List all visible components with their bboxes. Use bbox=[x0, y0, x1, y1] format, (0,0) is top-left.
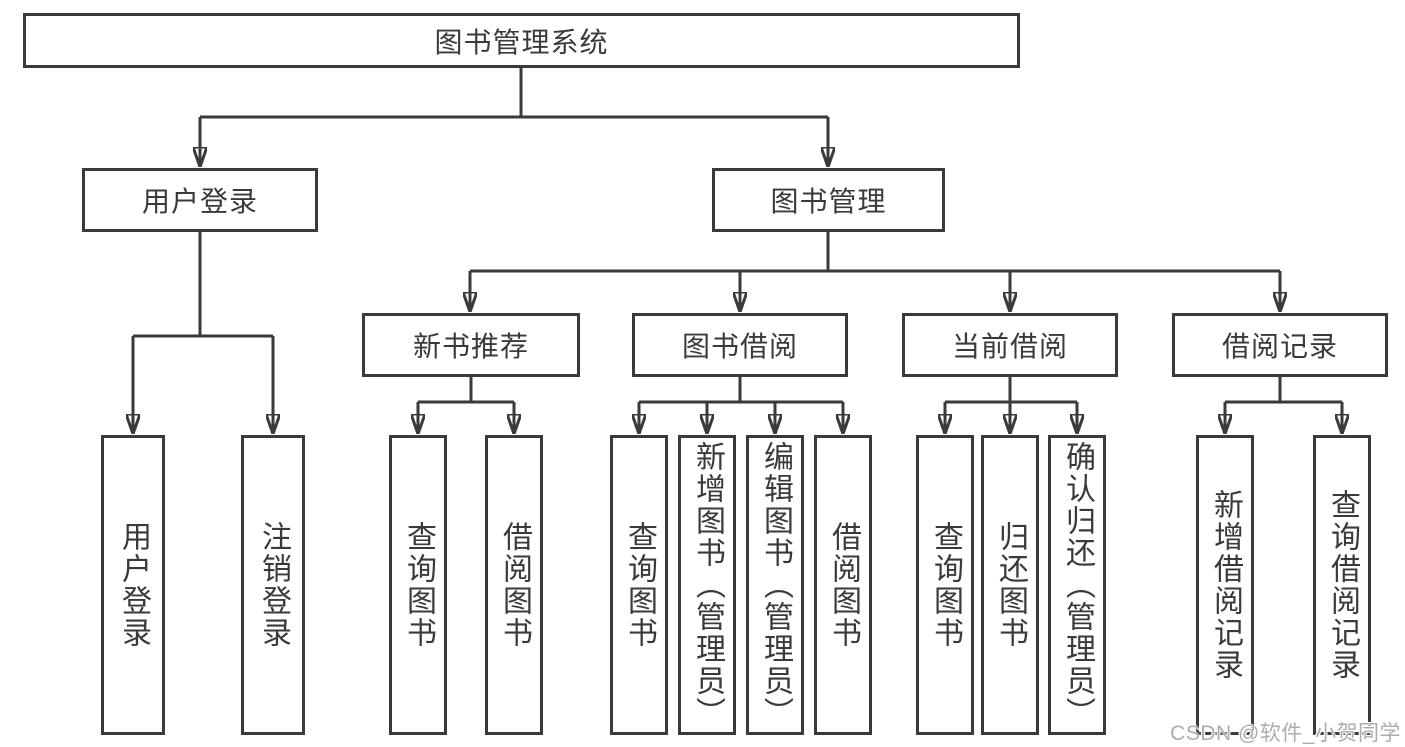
node-label: 图书管理 bbox=[770, 186, 887, 217]
node-label: 新增图书（管理员） bbox=[691, 441, 724, 729]
node-label: 归还图书 bbox=[994, 521, 1027, 649]
node-label: 查询图书 bbox=[402, 521, 435, 649]
leaf-bb-edit-books-admin: 编辑图书（管理员） bbox=[746, 435, 804, 735]
node-book-borrowing: 图书借阅 bbox=[632, 313, 848, 377]
node-label: 图书借阅 bbox=[681, 331, 798, 362]
leaf-nbr-borrow-books: 借阅图书 bbox=[485, 435, 543, 735]
leaf-bb-query-books: 查询图书 bbox=[610, 435, 668, 735]
node-label: 新书推荐 bbox=[412, 331, 529, 362]
node-label: 用户登录 bbox=[141, 186, 258, 217]
node-label: 编辑图书（管理员） bbox=[759, 441, 792, 729]
node-label: 新增借阅记录 bbox=[1209, 489, 1242, 681]
node-label: 当前借阅 bbox=[951, 331, 1068, 362]
node-label: 查询图书 bbox=[623, 521, 656, 649]
node-user-login: 用户登录 bbox=[82, 168, 318, 232]
node-book-management: 图书管理 bbox=[712, 168, 945, 232]
leaf-br-query-record: 查询借阅记录 bbox=[1313, 435, 1371, 735]
node-borrowing-record: 借阅记录 bbox=[1172, 313, 1388, 377]
node-label: 借阅图书 bbox=[827, 521, 860, 649]
leaf-cb-return-books: 归还图书 bbox=[981, 435, 1039, 735]
leaf-cb-confirm-return-admin: 确认归还（管理员） bbox=[1048, 435, 1106, 735]
leaf-br-add-record: 新增借阅记录 bbox=[1196, 435, 1254, 735]
node-label: 用户登录 bbox=[117, 521, 150, 649]
leaf-bb-borrow-books: 借阅图书 bbox=[814, 435, 872, 735]
csdn-watermark: CSDN @软件_小贺同学 bbox=[1170, 722, 1401, 745]
leaf-user-login: 用户登录 bbox=[101, 435, 165, 735]
leaf-cb-query-books: 查询图书 bbox=[916, 435, 974, 735]
node-label: 确认归还（管理员） bbox=[1061, 441, 1094, 729]
node-new-book-recommendation: 新书推荐 bbox=[362, 313, 580, 377]
leaf-logout: 注销登录 bbox=[241, 435, 305, 735]
leaf-bb-add-books-admin: 新增图书（管理员） bbox=[678, 435, 736, 735]
node-label: 注销登录 bbox=[257, 521, 290, 649]
node-current-borrowing: 当前借阅 bbox=[902, 313, 1118, 377]
node-label: 查询图书 bbox=[929, 521, 962, 649]
node-label: 借阅图书 bbox=[498, 521, 531, 649]
node-library-management-system: 图书管理系统 bbox=[23, 13, 1020, 68]
node-label: 借阅记录 bbox=[1221, 331, 1338, 362]
node-label: 查询借阅记录 bbox=[1326, 489, 1359, 681]
node-label: 图书管理系统 bbox=[434, 26, 609, 58]
leaf-nbr-query-books: 查询图书 bbox=[389, 435, 447, 735]
